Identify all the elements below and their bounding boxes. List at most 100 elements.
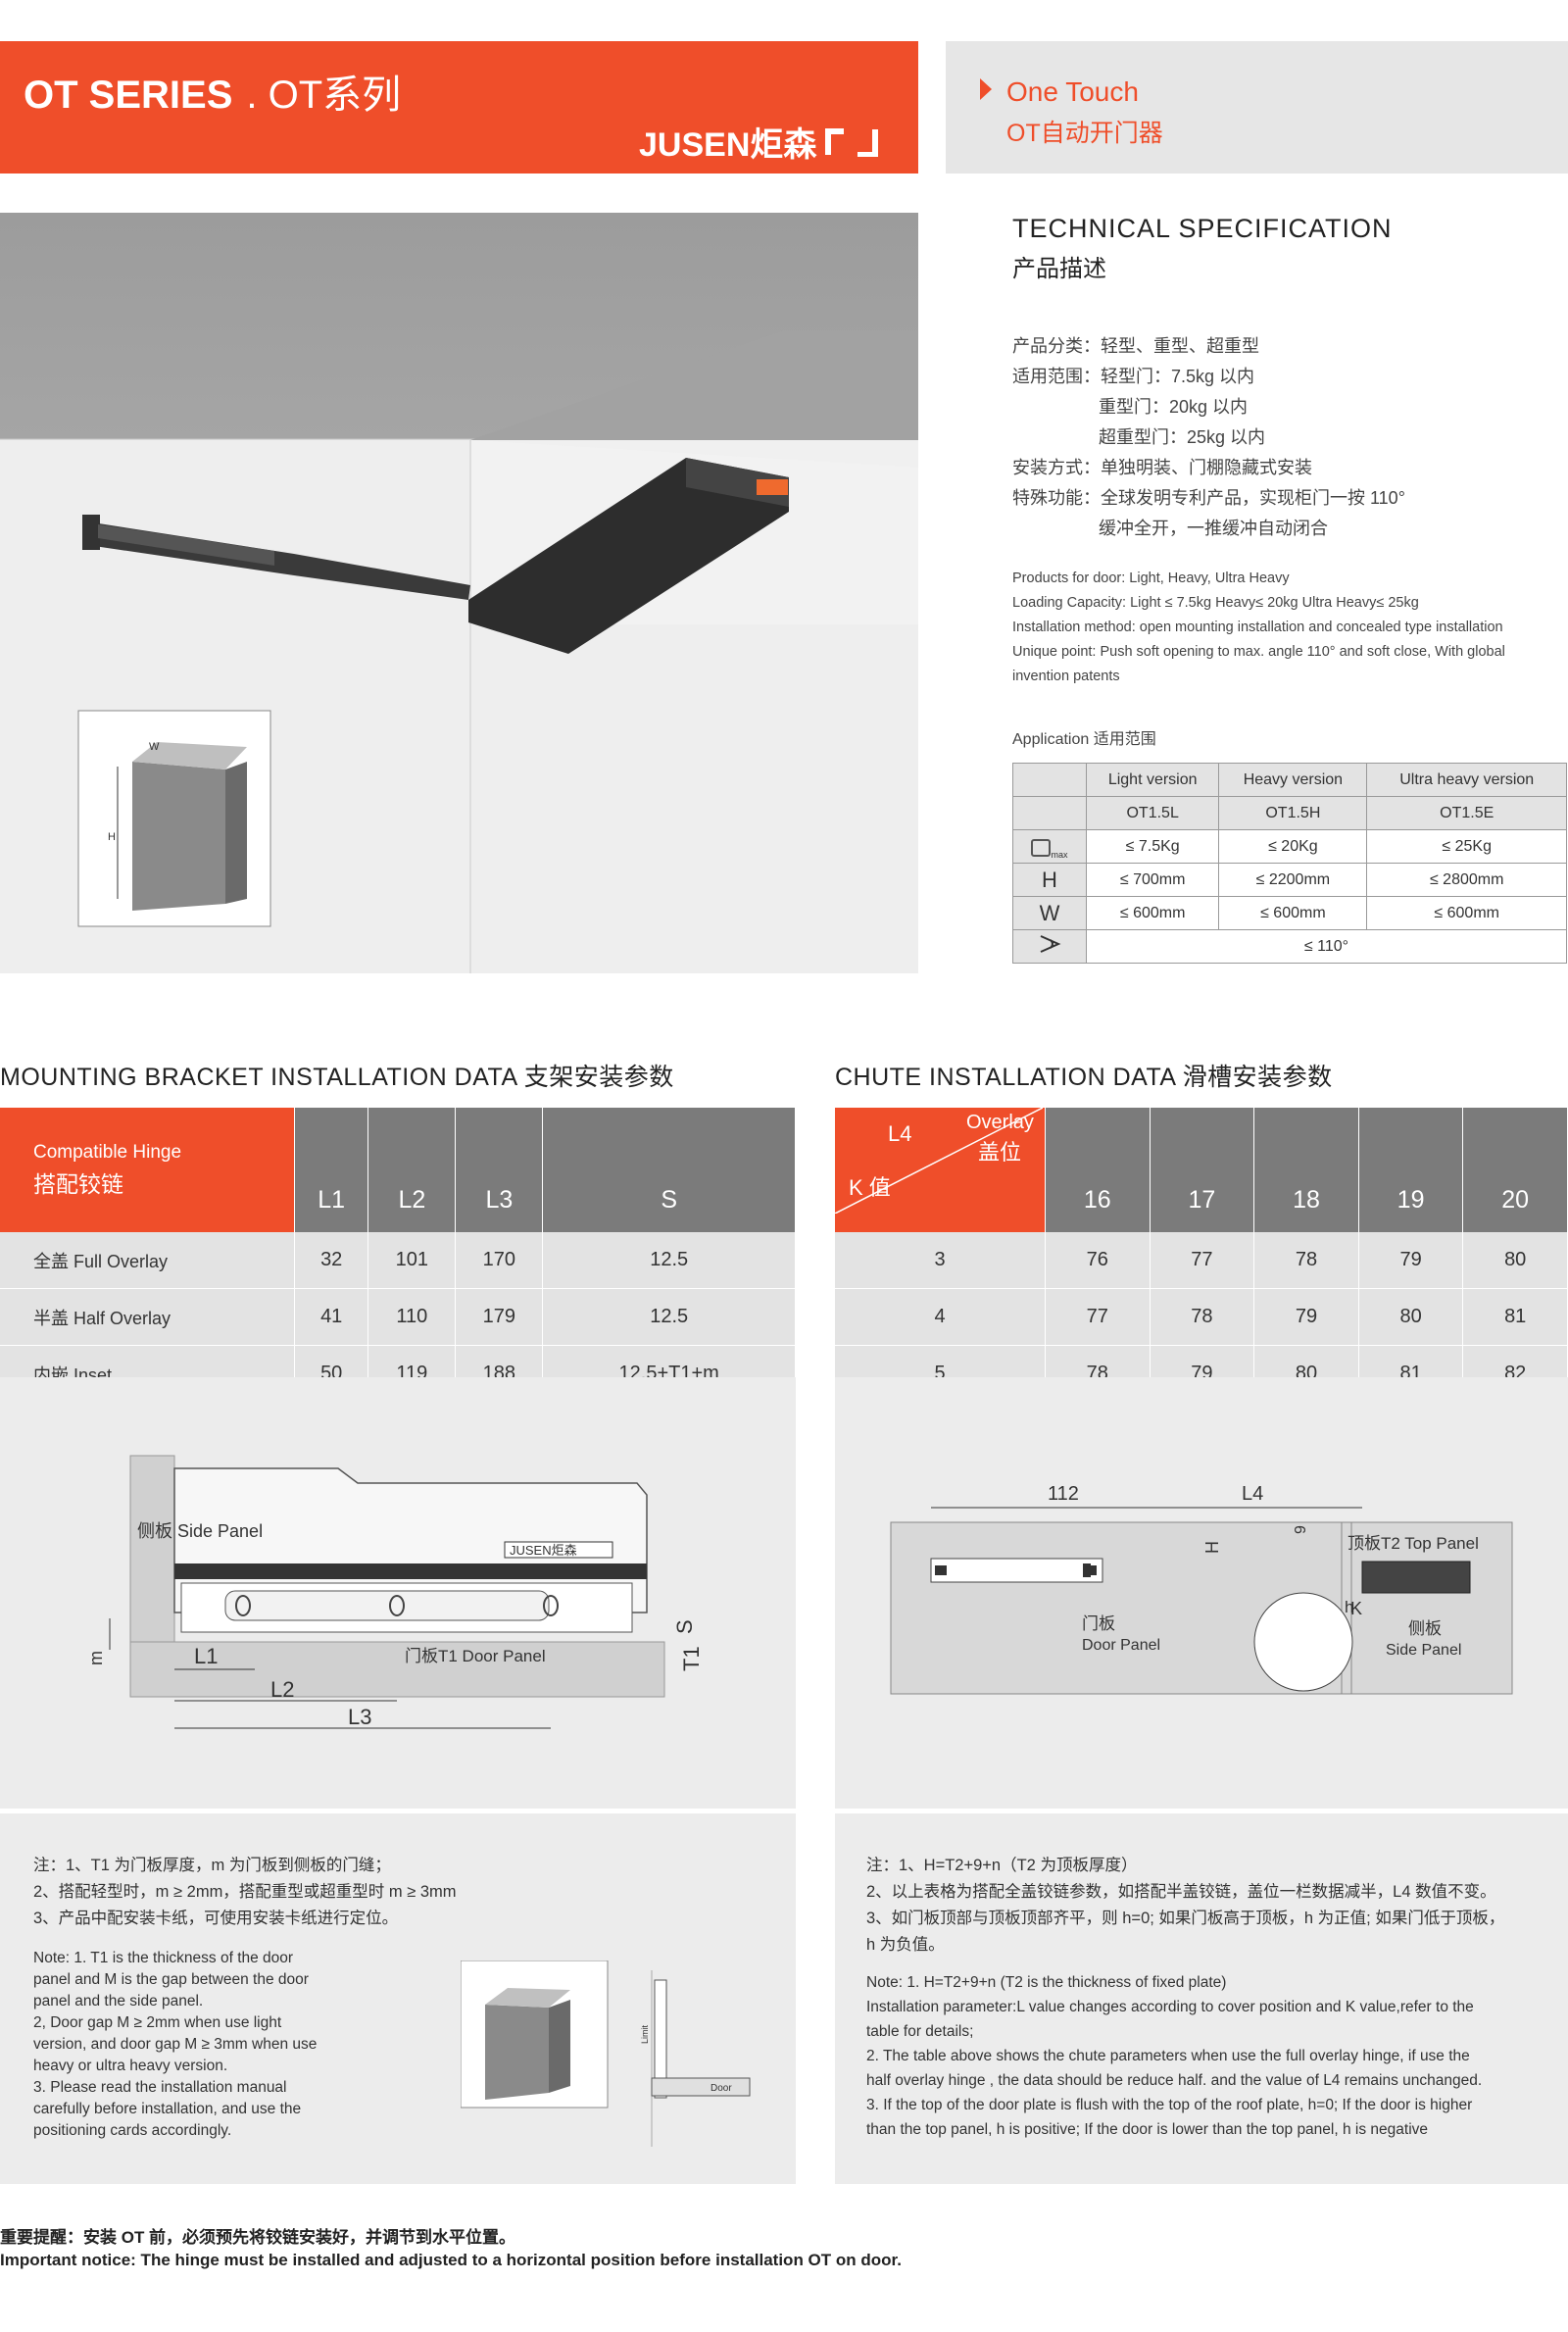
chute-header-row: Overlay 盖位 L4 K 值 16 17 18 19 20 [835, 1108, 1568, 1232]
app-height-row: H ≤ 700mm ≤ 2200mm ≤ 2800mm [1012, 863, 1567, 897]
table-cell: 80 [1462, 1232, 1568, 1289]
table-cell: 81 [1462, 1288, 1568, 1346]
l4-label: L4 [888, 1121, 912, 1146]
chute-corner-cell: Overlay 盖位 L4 K 值 [835, 1108, 1046, 1232]
app-corner-cell [1012, 763, 1087, 797]
mounting-col-header: L3 [455, 1108, 544, 1232]
note-line: 2、搭配轻型时，m ≥ 2mm，搭配重型或超重型时 m ≥ 3mm [33, 1883, 457, 1901]
app-value-cell: ≤ 600mm [1218, 896, 1368, 930]
brand-mark-icon [825, 127, 879, 157]
table-cell: 41 [294, 1288, 369, 1346]
note-line: h 为负值。 [866, 1936, 945, 1954]
chute-diagram-panel: 112 L4 H 9 h K 顶板T2 Top Panel 门板 Door Pa… [835, 1377, 1568, 1809]
note-line: Note: 1. H=T2+9+n (T2 is the thickness o… [866, 1974, 1227, 1991]
chute-notes-en: Note: 1. H=T2+9+n (T2 is the thickness o… [866, 1970, 1552, 2142]
table-cell: 12.5 [542, 1288, 796, 1346]
note-line: positioning cards accordingly. [33, 2122, 232, 2139]
table-cell: 179 [455, 1288, 544, 1346]
spec-cn-list: 产品分类：轻型、重型、超重型 适用范围：轻型门：7.5kg 以内 重型门：20k… [1012, 331, 1405, 544]
weight-icon: max [1012, 829, 1087, 864]
m-label: m [86, 1651, 106, 1665]
height-label: H [108, 831, 116, 843]
note-line: 2. The table above shows the chute param… [866, 2048, 1470, 2064]
chute-col-header: 16 [1045, 1108, 1151, 1232]
table-cell: 80 [1358, 1288, 1464, 1346]
spec-cn-line: 特殊功能：全球发明专利产品，实现柜门一按 110° [1012, 488, 1405, 508]
mounting-section-title: MOUNTING BRACKET INSTALLATION DATA 支架安装参… [0, 1064, 674, 1091]
table-cell: 170 [455, 1232, 544, 1289]
app-header-cell: Ultra heavy version [1366, 763, 1567, 797]
l1-label: L1 [194, 1644, 218, 1668]
chute-diagram: 112 L4 H 9 h K 顶板T2 Top Panel 门板 Door Pa… [890, 1483, 1513, 1695]
app-model-row: OT1.5L OT1.5H OT1.5E [1012, 796, 1567, 830]
angle-icon [1012, 929, 1087, 964]
table-cell: 78 [1253, 1232, 1359, 1289]
important-notice-en: Important notice: The hinge must be inst… [0, 2251, 902, 2269]
mounting-col-header: L2 [368, 1108, 457, 1232]
mounting-header-row: Compatible Hinge 搭配铰链 L1 L2 L3 S [0, 1108, 796, 1232]
hinge-header-cell: Compatible Hinge 搭配铰链 [0, 1108, 295, 1232]
note-line: 3、如门板顶部与顶板顶部齐平，则 h=0; 如果门板高于顶板，h 为正值; 如果… [866, 1910, 1505, 1927]
brand-name: JUSEN炬森 [639, 126, 817, 164]
chute-col-header: 19 [1358, 1108, 1464, 1232]
chute-table: Overlay 盖位 L4 K 值 16 17 18 19 20 3 76 77… [835, 1108, 1568, 1403]
side-label-cn: 侧板 [1408, 1619, 1442, 1638]
door-label-cn: 门板 [1082, 1614, 1115, 1633]
mounting-col-header: S [542, 1108, 796, 1232]
mounting-col-header: L1 [294, 1108, 369, 1232]
hinge-header-cn: 搭配铰链 [33, 1171, 123, 1197]
spec-cn-line: 产品分类：轻型、重型、超重型 [1012, 336, 1259, 356]
t1-label: T1 [679, 1646, 704, 1671]
spec-en-line: Unique point: Push soft opening to max. … [1012, 644, 1505, 684]
app-model-cell: OT1.5E [1366, 796, 1567, 830]
app-model-cell: OT1.5L [1085, 796, 1220, 830]
spec-en-line: Loading Capacity: Light ≤ 7.5kg Heavy≤ 2… [1012, 595, 1419, 611]
spec-en-list: Products for door: Light, Heavy, Ultra H… [1012, 567, 1561, 689]
app-header-cell: Light version [1085, 763, 1220, 797]
opener-device [82, 458, 789, 654]
note-line: carefully before installation, and use t… [33, 2101, 302, 2117]
mounting-table: Compatible Hinge 搭配铰链 L1 L2 L3 S 全盖 Full… [0, 1108, 796, 1403]
k-dim-label: K [1350, 1599, 1362, 1618]
spec-cn-line: 适用范围：轻型门：7.5kg 以内 [1012, 367, 1255, 386]
brand-logo: JUSEN炬森 [639, 118, 879, 166]
table-cell: 12.5 [542, 1232, 796, 1289]
cabinet-diagram: W H [77, 710, 271, 927]
h-dim-label: H [1202, 1541, 1222, 1554]
note-line: table for details; [866, 2023, 974, 2040]
table-row: 3 76 77 78 79 80 [835, 1232, 1568, 1289]
app-header-row: Light version Heavy version Ultra heavy … [1012, 763, 1567, 797]
s-label: S [672, 1619, 697, 1634]
note-line: panel and the side panel. [33, 1993, 204, 2009]
width-symbol: W [1012, 896, 1087, 930]
chute-col-header: 17 [1150, 1108, 1255, 1232]
spec-cn-line: 安装方式：单独明装、门棚隐藏式安装 [1012, 458, 1312, 477]
note-line: 3、产品中配安装卡纸，可使用安装卡纸进行定位。 [33, 1910, 399, 1927]
series-title: OT SERIES. OT系列 [24, 74, 402, 117]
app-value-cell: ≤ 2800mm [1366, 863, 1567, 897]
app-value-cell: ≤ 700mm [1085, 863, 1220, 897]
l2-label: L2 [270, 1677, 294, 1702]
width-label: W [149, 741, 160, 753]
diagram-brand: JUSEN炬森 [510, 1543, 577, 1558]
table-cell: 76 [1045, 1232, 1151, 1289]
note-line: version, and door gap M ≥ 3mm when use [33, 2036, 318, 2053]
row-label: 4 [835, 1288, 1046, 1346]
chute-notes-panel: 注：1、H=T2+9+n（T2 为顶板厚度） 2、以上表格为搭配全盖铰链参数，如… [835, 1813, 1568, 2184]
max-label: max [1051, 849, 1068, 860]
app-value-cell: ≤ 25Kg [1366, 829, 1567, 864]
series-title-cn: . OT系列 [246, 74, 402, 117]
note-line: 注：1、T1 为门板厚度，m 为门板到侧板的门缝； [33, 1857, 391, 1874]
overlay-label-cn: 盖位 [978, 1140, 1022, 1165]
spec-title-cn: 产品描述 [1012, 256, 1106, 282]
side-label-en: Side Panel [1386, 1642, 1461, 1659]
app-corner-cell [1012, 796, 1087, 830]
chute-section-title: CHUTE INSTALLATION DATA 滑槽安装参数 [835, 1064, 1333, 1091]
product-photo: W H [0, 213, 918, 973]
play-arrow-icon [980, 78, 992, 100]
important-notice-cn: 重要提醒：安装 OT 前，必须预先将铰链安装好，并调节到水平位置。 [0, 2228, 516, 2247]
table-cell: 110 [368, 1288, 457, 1346]
row-label: 3 [835, 1232, 1046, 1289]
row-label: 半盖 Half Overlay [0, 1288, 295, 1346]
note-line: 3. If the top of the door plate is flush… [866, 2097, 1473, 2113]
